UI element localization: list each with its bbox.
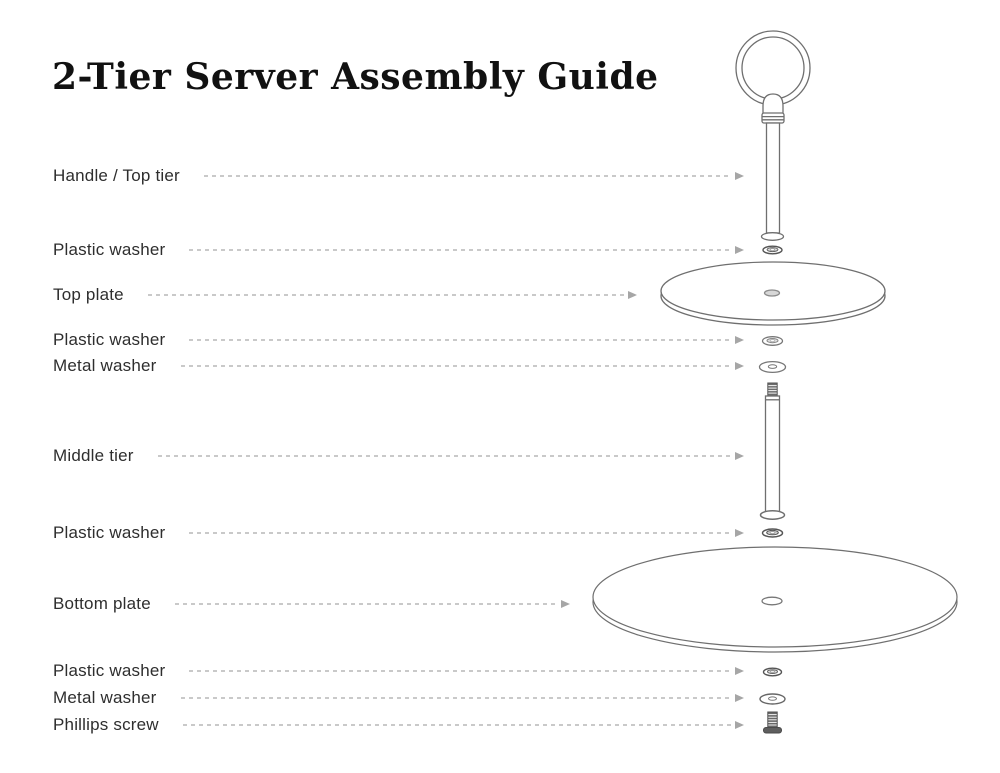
phillips-screw-icon <box>763 711 782 734</box>
arrowhead-icon <box>735 452 744 460</box>
plastic-washer-icon-2 <box>761 336 784 346</box>
part-label: Plastic washer <box>53 330 166 349</box>
top-plate-icon <box>660 261 886 326</box>
metal-washer-icon-2 <box>759 693 786 705</box>
part-label-row-metal-washer-1: Metal washer <box>53 355 744 377</box>
leader-line <box>180 365 732 367</box>
part-label: Handle / Top tier <box>53 166 180 185</box>
arrowhead-icon <box>735 362 744 370</box>
leader-line <box>147 294 625 296</box>
part-label-row-middle-tier: Middle tier <box>53 445 744 467</box>
handle-ring-icon <box>735 30 811 124</box>
arrowhead-icon <box>735 336 744 344</box>
part-label: Metal washer <box>53 688 157 707</box>
part-label-row-plastic-washer-2: Plastic washer <box>53 329 744 351</box>
leader-line <box>189 339 732 341</box>
arrowhead-icon <box>735 529 744 537</box>
part-label-row-bottom-plate: Bottom plate <box>53 593 570 615</box>
arrowhead-icon <box>735 721 744 729</box>
leader-line <box>180 697 732 699</box>
leader-line <box>189 532 732 534</box>
metal-washer-icon-1 <box>758 360 787 374</box>
part-label-row-handle: Handle / Top tier <box>53 165 744 187</box>
page-title: 2-Tier Server Assembly Guide <box>52 56 659 98</box>
part-label: Plastic washer <box>53 240 166 259</box>
part-label: Plastic washer <box>53 661 166 680</box>
leader-line <box>157 455 732 457</box>
part-label: Plastic washer <box>53 523 166 542</box>
leader-line <box>182 724 732 726</box>
part-label: Bottom plate <box>53 594 151 613</box>
part-label-row-phillips-screw: Phillips screw <box>53 714 744 736</box>
arrowhead-icon <box>735 667 744 675</box>
part-label: Middle tier <box>53 446 134 465</box>
part-label-row-top-plate: Top plate <box>53 284 637 306</box>
arrowhead-icon <box>628 291 637 299</box>
part-label: Metal washer <box>53 356 157 375</box>
arrowhead-icon <box>735 246 744 254</box>
arrowhead-icon <box>735 694 744 702</box>
plastic-washer-icon-4 <box>762 667 783 677</box>
plastic-washer-icon-3 <box>761 528 784 538</box>
leader-line <box>189 249 732 251</box>
part-label-row-plastic-washer-4: Plastic washer <box>53 660 744 682</box>
part-label-row-plastic-washer-3: Plastic washer <box>53 522 744 544</box>
leader-line <box>174 603 558 605</box>
part-label: Top plate <box>53 285 124 304</box>
part-label-row-metal-washer-2: Metal washer <box>53 687 744 709</box>
leader-line <box>189 670 732 672</box>
leader-line <box>203 175 732 177</box>
arrowhead-icon <box>561 600 570 608</box>
bottom-plate-icon <box>592 546 958 653</box>
handle-rod-icon <box>760 122 785 241</box>
plastic-washer-icon-1 <box>762 245 783 255</box>
part-label: Phillips screw <box>53 715 159 734</box>
arrowhead-icon <box>735 172 744 180</box>
middle-tier-icon <box>759 382 786 520</box>
part-label-row-plastic-washer-1: Plastic washer <box>53 239 744 261</box>
